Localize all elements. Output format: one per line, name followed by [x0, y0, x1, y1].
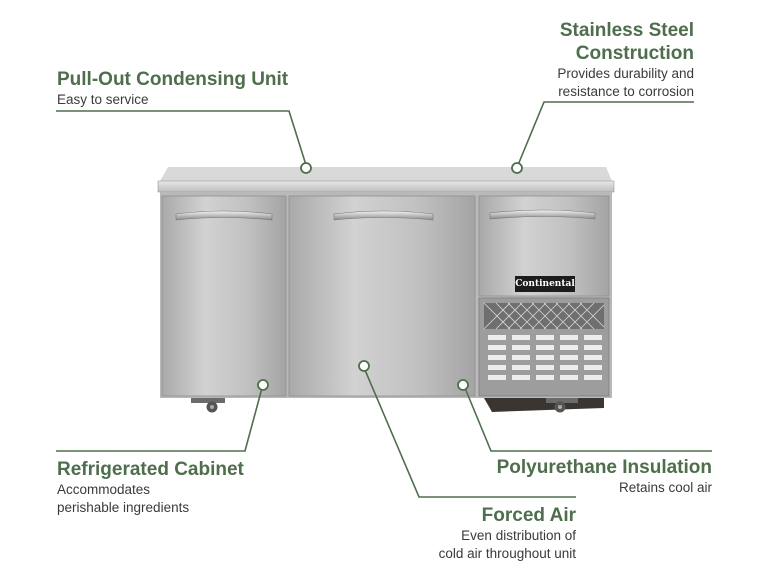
caster-left	[191, 398, 225, 413]
leader-line-stainless	[517, 101, 694, 166]
callout-desc-line1: Accommodates	[57, 482, 151, 497]
callout-dot-pull-out	[300, 162, 312, 174]
callout-desc: Easy to service	[57, 92, 149, 107]
callout-dot-stainless	[511, 162, 523, 174]
leader-line-forced-air	[364, 369, 576, 498]
callout-pull-out: Pull-Out Condensing Unit Easy to service	[57, 68, 288, 109]
callout-dot-polyurethane	[457, 379, 469, 391]
callout-title-line1: Stainless Steel	[559, 20, 694, 41]
condensing-unit-grille	[478, 297, 610, 397]
callout-forced-air: Forced Air Even distribution of cold air…	[439, 504, 576, 563]
callout-desc-line1: Even distribution of	[461, 528, 576, 543]
middle-door-handle	[333, 210, 434, 221]
callout-desc-line2: perishable ingredients	[57, 500, 190, 515]
leader-line-pull-out	[56, 110, 307, 166]
callout-dot-refrigerated	[257, 379, 269, 391]
caster-right	[546, 398, 578, 413]
callout-refrigerated: Refrigerated Cabinet Accommodates perish…	[57, 458, 244, 517]
callout-title: Pull-Out Condensing Unit	[57, 69, 289, 90]
worktop	[157, 167, 615, 193]
right-drawer-handle	[489, 209, 596, 220]
left-door-handle	[175, 210, 273, 221]
callout-title-line2: Construction	[575, 43, 694, 64]
callout-title: Forced Air	[481, 505, 576, 526]
callout-title: Refrigerated Cabinet	[57, 459, 244, 480]
callout-stainless: Stainless Steel Construction Provides du…	[557, 19, 694, 101]
callout-dot-forced-air	[358, 360, 370, 372]
callout-desc-line2: resistance to corrosion	[558, 84, 694, 99]
left-door	[161, 195, 287, 397]
callout-desc: Retains cool air	[618, 480, 712, 495]
right-drawer	[478, 195, 610, 297]
leader-line-polyurethane	[464, 387, 712, 452]
leader-line-refrigerated	[56, 387, 263, 452]
brand-logo: Continental	[515, 276, 575, 292]
middle-door	[288, 195, 476, 397]
callout-polyurethane: Polyurethane Insulation Retains cool air	[497, 456, 712, 497]
base-shadow	[484, 398, 604, 412]
callout-desc-line1: Provides durability and	[557, 66, 694, 81]
callout-title: Polyurethane Insulation	[496, 457, 712, 478]
callout-desc-line2: cold air throughout unit	[438, 546, 576, 561]
